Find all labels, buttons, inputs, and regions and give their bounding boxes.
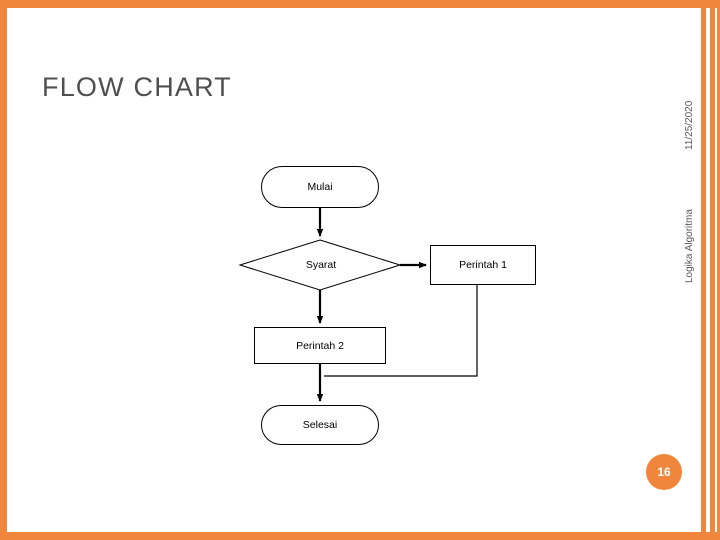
left-accent-bar: [0, 0, 7, 540]
node-mulai-label: Mulai: [307, 181, 333, 193]
right-accent-rail-outer: [717, 8, 720, 532]
page-title: FLOW CHART: [42, 72, 233, 102]
node-selesai-label: Selesai: [302, 419, 338, 431]
edge-perintah1-selesai: [324, 285, 478, 377]
node-mulai: Mulai: [261, 166, 379, 208]
right-accent-rail-middle: [710, 8, 715, 532]
node-syarat-label: Syarat: [305, 259, 337, 271]
node-perintah1-label: Perintah 1: [459, 259, 507, 271]
top-accent-bar: [0, 0, 720, 8]
node-perintah2-label: Perintah 2: [296, 339, 344, 352]
node-perintah2: Perintah 2: [254, 327, 386, 364]
node-selesai: Selesai: [261, 405, 379, 445]
right-accent-rail-inner: [701, 8, 706, 532]
node-syarat: Syarat: [283, 248, 359, 282]
page-number-badge: 16: [646, 454, 682, 490]
node-perintah1: Perintah 1: [430, 245, 536, 285]
bottom-accent-bar: [0, 532, 720, 540]
